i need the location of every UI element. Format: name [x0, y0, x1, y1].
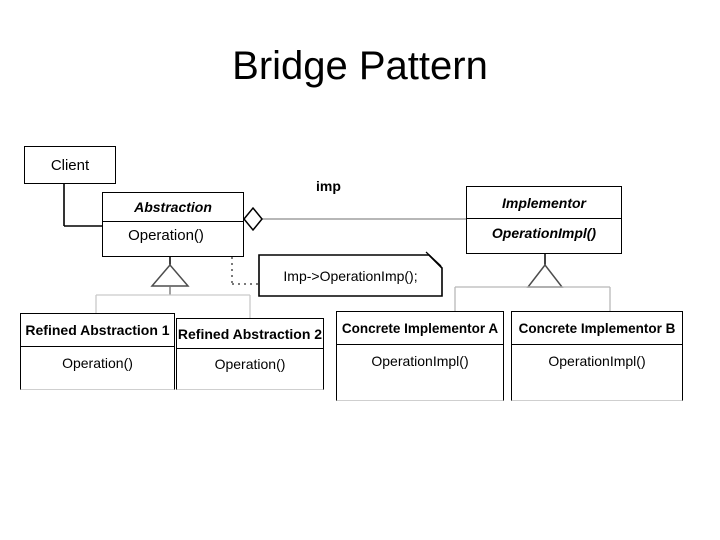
- class-box-refined-abstraction-2[interactable]: Refined Abstraction 2 Operation(): [176, 318, 324, 390]
- class-box-refined-abstraction-1[interactable]: Refined Abstraction 1 Operation(): [20, 313, 175, 390]
- class-operation-concrete-implementor-a: OperationImpl(): [371, 353, 469, 369]
- class-name-refined-abstraction-1: Refined Abstraction 1: [21, 314, 174, 347]
- note-shape: [258, 251, 443, 297]
- page-title: Bridge Pattern: [232, 44, 488, 88]
- class-name-concrete-implementor-a: Concrete Implementor A: [337, 312, 503, 345]
- class-operation-refined-abstraction-2: Operation(): [214, 356, 286, 372]
- connector-implementor-generalization: [454, 254, 611, 311]
- connector-client-abstraction: [63, 184, 103, 227]
- class-operation-concrete-implementor-b: OperationImpl(): [548, 353, 646, 369]
- class-operation-abstraction: Operation(): [128, 227, 204, 244]
- note-operation-impl[interactable]: Imp->OperationImp();: [259, 255, 442, 296]
- class-operation-refined-abstraction-1: Operation(): [62, 355, 133, 371]
- aggregation-diamond: [243, 206, 263, 232]
- class-box-client[interactable]: Client: [24, 146, 116, 184]
- generalization-arrowhead-implementor: [526, 263, 564, 288]
- class-box-concrete-implementor-b[interactable]: Concrete Implementor B OperationImpl(): [511, 311, 683, 401]
- association-label-imp: imp: [316, 178, 341, 194]
- class-box-concrete-implementor-a[interactable]: Concrete Implementor A OperationImpl(): [336, 311, 504, 401]
- class-box-abstraction[interactable]: Abstraction Operation(): [102, 192, 244, 257]
- class-operation-implementor: OperationImpl(): [491, 225, 597, 241]
- connector-abstraction-generalization: [95, 257, 251, 319]
- class-box-implementor[interactable]: Implementor OperationImpl(): [466, 186, 622, 254]
- class-name-implementor: Implementor: [467, 187, 621, 219]
- note-text: Imp->OperationImp();: [283, 267, 418, 284]
- class-name-refined-abstraction-2: Refined Abstraction 2: [177, 319, 323, 349]
- class-name-client: Client: [50, 156, 90, 174]
- class-name-concrete-implementor-b: Concrete Implementor B: [512, 312, 682, 345]
- connector-abstraction-implementor: [243, 206, 466, 232]
- class-name-abstraction: Abstraction: [103, 193, 243, 222]
- generalization-arrowhead-abstraction: [150, 263, 190, 287]
